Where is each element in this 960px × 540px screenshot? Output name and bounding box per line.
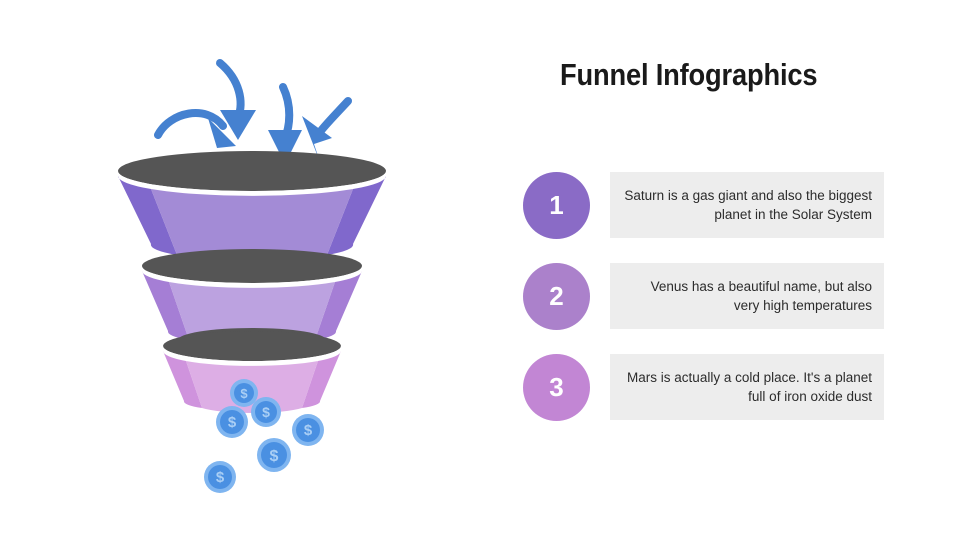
step-text-box-1: Saturn is a gas giant and also the bigge… [610, 172, 884, 238]
funnel-stage-2-rim-highlight [142, 266, 362, 290]
funnel-stage-1-front-face [151, 189, 353, 261]
funnel-stage-1-rim [118, 151, 386, 191]
coin-6: $ [230, 379, 258, 407]
step-number-1: 1 [549, 190, 564, 220]
inflow-arrow-1 [154, 109, 236, 168]
coin-1: $ [251, 397, 281, 427]
step-description-2: Venus has a beautiful name, but also ver… [650, 279, 872, 313]
funnel-stage-2-left-face [142, 271, 189, 340]
step-number-badge-2: 2 [523, 263, 590, 330]
inflow-arrow-4 [302, 97, 352, 162]
inflow-arrow-3 [268, 83, 302, 164]
svg-text:$: $ [216, 469, 225, 486]
coins-group: $ $ $ $ [204, 379, 324, 493]
funnel-stage-1-left-face [118, 176, 177, 255]
step-row-3: 3 Mars is actually a cold place. It's a … [520, 354, 920, 430]
step-text-box-2: Venus has a beautiful name, but also ver… [610, 263, 884, 329]
svg-text:$: $ [240, 386, 248, 401]
steps-list: 1 Saturn is a gas giant and also the big… [520, 172, 920, 445]
coin-4: $ [257, 438, 291, 472]
funnel-stage-2-rim [142, 249, 362, 283]
step-number-badge-1: 1 [523, 172, 590, 239]
svg-text:$: $ [228, 414, 237, 431]
step-row-2: 2 Venus has a beautiful name, but also v… [520, 263, 920, 339]
coin-2: $ [216, 406, 248, 438]
funnel-stage-3-rim [163, 331, 341, 361]
funnel-stage-3 [163, 331, 341, 413]
funnel-stage-1 [118, 151, 386, 261]
funnel-stage-3-right-face [302, 351, 341, 408]
page-title: Funnel Infographics [560, 57, 818, 92]
funnel-stage-1-rim-highlight [118, 171, 386, 198]
funnel-stage-2-right-face [315, 271, 362, 340]
coin-5: $ [204, 461, 236, 493]
step-number-3: 3 [549, 372, 564, 402]
inflow-arrow-2 [216, 59, 256, 140]
funnel-stage-2-front-face [169, 282, 335, 346]
step-row-1: 1 Saturn is a gas giant and also the big… [520, 172, 920, 248]
funnel-illustration: $ $ $ $ [80, 40, 480, 510]
funnel-stage-3-left-face [163, 351, 202, 408]
step-text-box-3: Mars is actually a cold place. It's a pl… [610, 354, 884, 420]
funnel-stage-3-rim-highlight [163, 346, 341, 368]
funnel-graphic: $ $ $ $ [118, 59, 386, 493]
content-panel: Funnel Infographics 1 Saturn is a gas gi… [520, 0, 920, 540]
coin-3: $ [292, 414, 324, 446]
step-number-2: 2 [549, 281, 564, 311]
step-number-badge-3: 3 [523, 354, 590, 421]
funnel-stage-1-right-face [327, 176, 386, 255]
svg-text:$: $ [270, 448, 279, 465]
inflow-arrows-group [154, 59, 352, 168]
svg-text:$: $ [304, 422, 313, 439]
step-description-1: Saturn is a gas giant and also the bigge… [624, 188, 872, 222]
step-description-3: Mars is actually a cold place. It's a pl… [627, 370, 872, 404]
svg-text:$: $ [262, 404, 270, 420]
